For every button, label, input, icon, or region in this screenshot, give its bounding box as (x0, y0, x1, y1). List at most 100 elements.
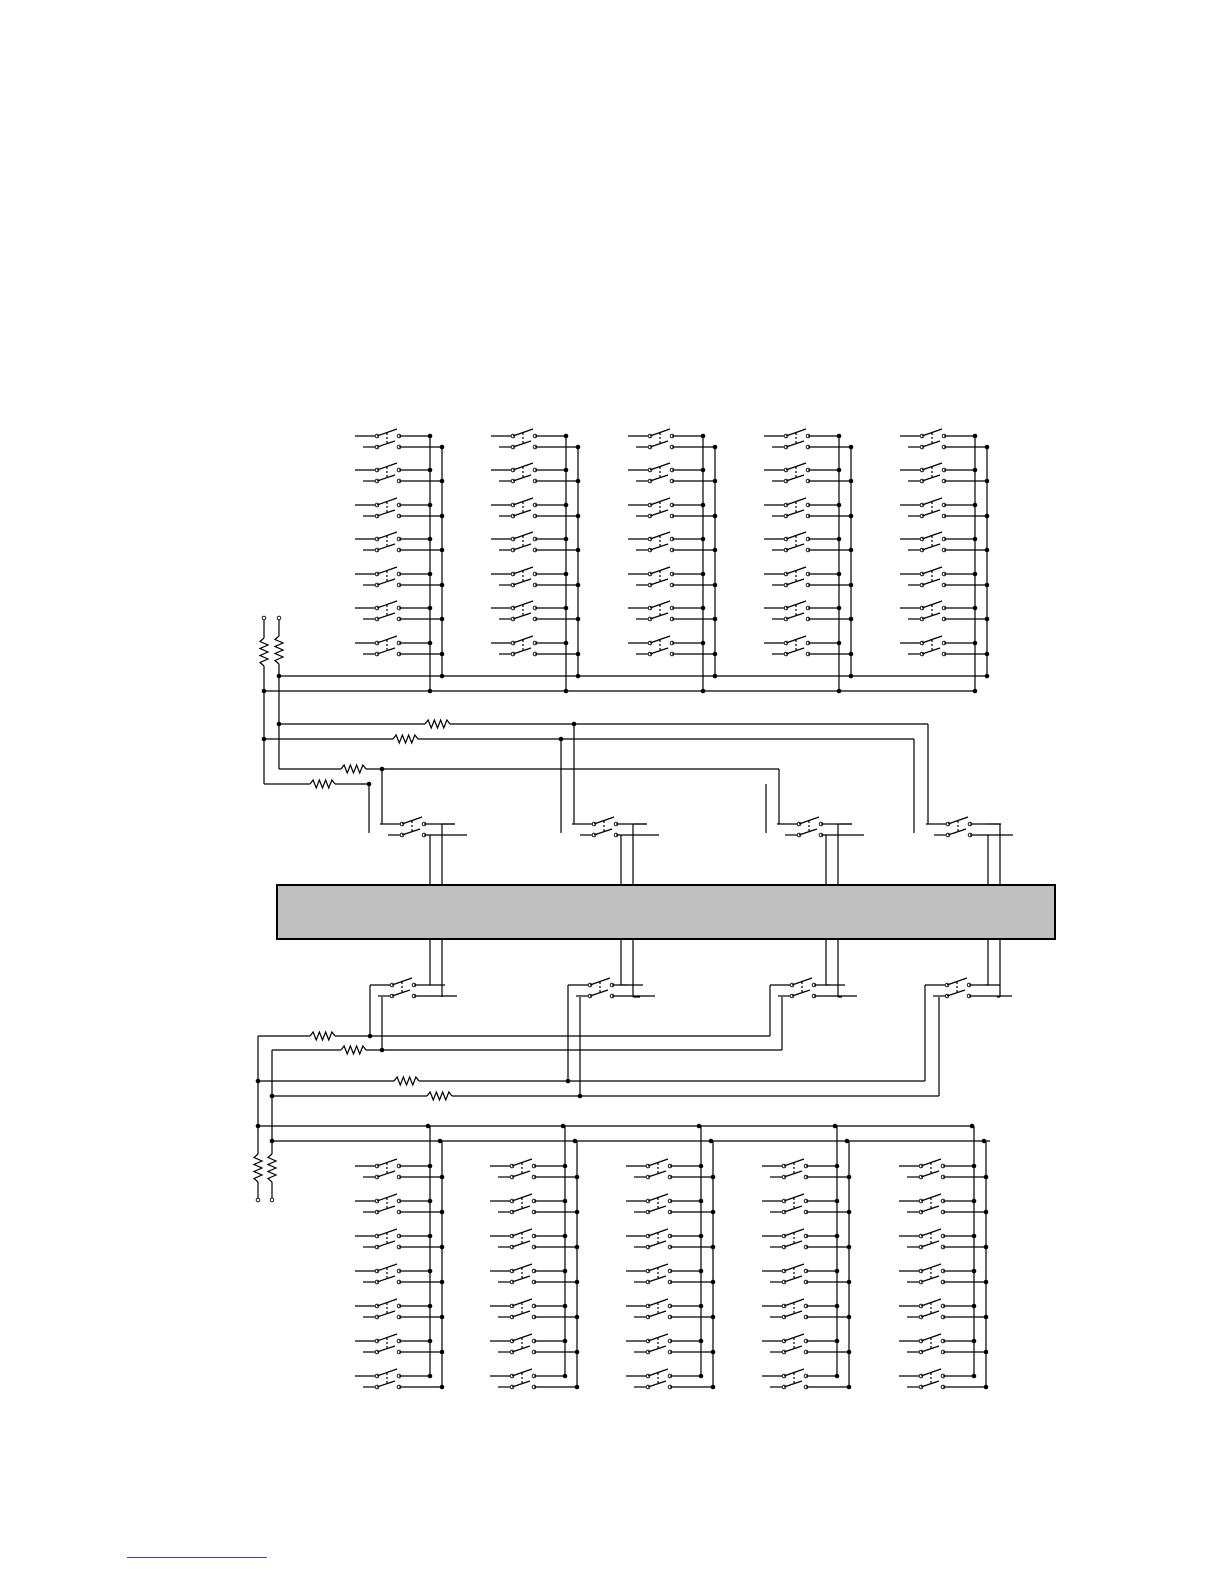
switch-blade (786, 579, 804, 585)
switch (355, 601, 442, 621)
upper-crossover-relays (262, 676, 1013, 997)
switch-blade (648, 1241, 666, 1247)
switch-blade (650, 613, 668, 619)
switch (762, 1229, 849, 1249)
switch-blade (784, 1206, 802, 1212)
switch-blade (784, 1381, 802, 1387)
switch-blade (512, 1171, 530, 1177)
switch (370, 978, 457, 998)
switch-blade (648, 1206, 666, 1212)
switch-blade (921, 1346, 939, 1352)
switch (380, 817, 467, 837)
switch (764, 601, 851, 621)
switch (900, 567, 987, 587)
resistor (254, 1154, 262, 1182)
junction-dot (566, 1079, 571, 1084)
switch (899, 1159, 986, 1179)
switch-blade (648, 1381, 666, 1387)
switch-blade (377, 441, 395, 447)
switch (628, 601, 715, 621)
switch-blade (921, 1311, 939, 1317)
switch-blade (786, 544, 804, 550)
switch (764, 567, 851, 587)
switch-blade (513, 510, 531, 516)
contact-terminal (270, 1198, 274, 1202)
switch-blade (786, 648, 804, 654)
upper-bus-lines (260, 616, 987, 693)
lower-switch-bank (355, 1124, 988, 1390)
junction-dot (982, 1139, 987, 1144)
junction-dot (697, 1124, 702, 1129)
switch (491, 429, 578, 449)
resistor (393, 735, 418, 743)
switch (355, 1194, 442, 1214)
switch-blade (377, 1346, 395, 1352)
switch (490, 1159, 577, 1179)
switch-blade (512, 1241, 530, 1247)
switch (490, 1369, 577, 1389)
junction-dot (438, 1139, 443, 1144)
switch (899, 1369, 986, 1389)
switch-blade (786, 475, 804, 481)
resistor (275, 636, 283, 664)
switch (628, 532, 715, 552)
switch (626, 1194, 713, 1214)
switch (900, 463, 987, 483)
switch-blade (922, 441, 940, 447)
switch (762, 1299, 849, 1319)
switch (491, 532, 578, 552)
junction-dot (380, 1048, 385, 1053)
switch-blade (786, 441, 804, 447)
switch (762, 1264, 849, 1284)
upper-switch-bank (355, 429, 989, 693)
resistor (425, 720, 450, 728)
switch-blade (786, 510, 804, 516)
switch (355, 1369, 442, 1389)
junction-dot (573, 1139, 578, 1144)
switch-blade (650, 579, 668, 585)
switch (762, 1334, 849, 1354)
switch (900, 429, 987, 449)
switch-blade (648, 1276, 666, 1282)
switch-blade (513, 544, 531, 550)
switch-blade (392, 990, 410, 996)
lower-bus-lines (254, 1032, 990, 1202)
switch-blade (921, 1276, 939, 1282)
contact-terminal (277, 616, 281, 620)
switch (900, 498, 987, 518)
switch-blade (650, 510, 668, 516)
switch (491, 601, 578, 621)
resistor (427, 1092, 452, 1100)
switch (355, 1299, 442, 1319)
switch-blade (377, 1381, 395, 1387)
switch-blade (377, 544, 395, 550)
switch (572, 817, 659, 837)
switch (355, 636, 442, 656)
switch-blade (922, 613, 940, 619)
resistor (341, 1046, 366, 1054)
switch (764, 636, 851, 656)
junction-dot (709, 1139, 714, 1144)
switch-blade (921, 1381, 939, 1387)
switch-blade (590, 990, 608, 996)
switch (900, 532, 987, 552)
switch (762, 1194, 849, 1214)
switch (899, 1299, 986, 1319)
switch-blade (512, 1346, 530, 1352)
switch (626, 1299, 713, 1319)
switch (491, 498, 578, 518)
switch-blade (594, 829, 612, 835)
switch-blade (513, 475, 531, 481)
switch (900, 601, 987, 621)
footnote-rule (127, 1557, 267, 1558)
junction-dot (561, 1124, 566, 1129)
switch (628, 429, 715, 449)
switch-blade (648, 1171, 666, 1177)
resistor (394, 1077, 419, 1085)
switch (355, 532, 442, 552)
switch-blade (922, 475, 940, 481)
switch-blade (650, 441, 668, 447)
switch-blade (377, 579, 395, 585)
junction-dot (833, 1124, 838, 1129)
switch (626, 1369, 713, 1389)
